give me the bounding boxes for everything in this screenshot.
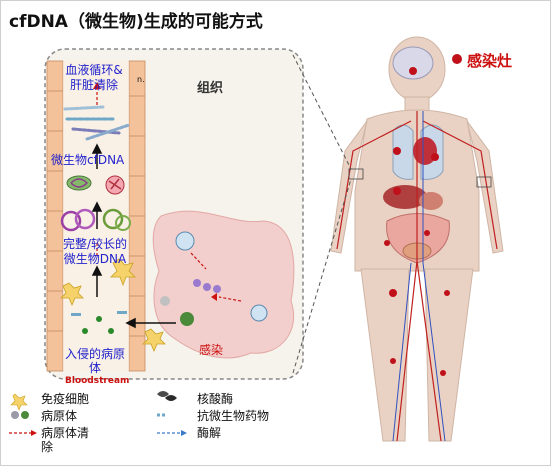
zoom-box xyxy=(348,168,364,180)
legend-pathogen-clearance: 病原体清 除 xyxy=(41,426,89,454)
microbial-cfdna-label: 微生物cfDNA xyxy=(51,153,125,167)
legend-icons xyxy=(9,391,187,436)
legend-pathogen-clearance-line2: 除 xyxy=(41,440,54,454)
immune-cells xyxy=(60,258,166,353)
blood-clearance-line1: 血液循环& xyxy=(65,63,123,77)
clearance-arrows xyxy=(96,87,242,302)
legend-pathogen: 病原体 xyxy=(41,409,78,423)
legend-antimicrobial: 抗微生物药物 xyxy=(197,409,270,423)
dna-fragments xyxy=(71,231,268,334)
cfdna-strands xyxy=(63,105,131,141)
blood-clearance-line2: 肝脏清除 xyxy=(69,78,118,92)
legend-nuclease: 核酸酶 xyxy=(197,392,234,406)
zoom-connectors xyxy=(292,54,352,374)
page-title: cfDNA（微生物)生成的可能方式 xyxy=(9,12,263,32)
infection-foci xyxy=(384,67,450,376)
invading-line1: 入侵的病原 xyxy=(64,347,125,361)
organs xyxy=(383,46,450,264)
infection-site-label: 感染灶 xyxy=(467,52,513,70)
legend-immune-cell: 免疫细胞 xyxy=(41,392,90,406)
infection-site-dot xyxy=(452,54,462,64)
tissue-label: 组织 xyxy=(197,81,224,96)
intact-dna-line2: 微生物DNA xyxy=(63,252,127,266)
legend-enzymolysis: 酶解 xyxy=(197,426,222,440)
n-marker: n. xyxy=(137,75,145,84)
intact-dna-label: 完整/较长的 微生物DNA xyxy=(57,237,133,267)
vessel-left-wall xyxy=(46,60,64,372)
pathogen-icons xyxy=(60,175,131,232)
body-arteries xyxy=(336,111,498,442)
infected-tissue xyxy=(152,210,295,359)
upward-flow-arrows xyxy=(91,143,103,297)
intact-dna-line1: 完整/较长的 xyxy=(62,237,128,251)
bloodstream-label: Bloodstream xyxy=(65,376,130,386)
invading-pathogen-label: 入侵的病原 体 xyxy=(57,347,133,375)
invading-line2: 体 xyxy=(88,361,101,375)
entry-arrow xyxy=(125,317,176,329)
blood-clearance-label: 血液循环& 肝脏清除 xyxy=(57,63,131,93)
legend-pathogen-clearance-line1: 病原体清 xyxy=(41,426,90,440)
infection-label: 感染 xyxy=(199,343,224,357)
